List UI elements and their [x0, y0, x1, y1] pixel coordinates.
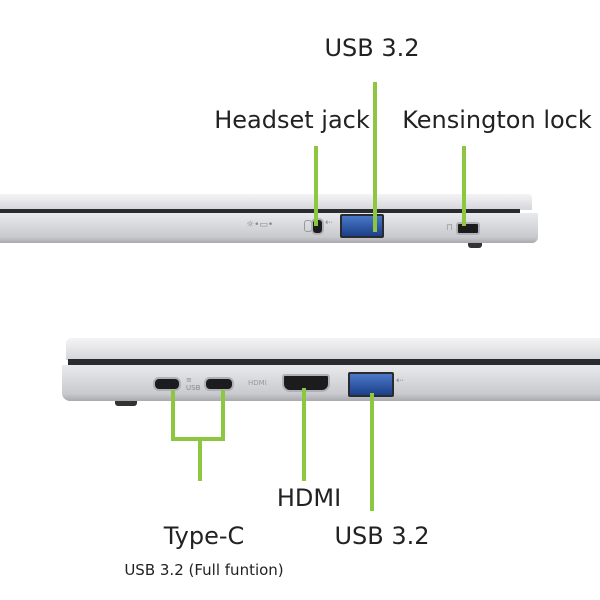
hdmi-callout-line — [302, 388, 306, 481]
type-c-callout-stem — [198, 437, 202, 481]
laptop-lid — [66, 338, 600, 360]
hdmi-symbol-icon: HDMI — [248, 379, 267, 387]
lid-seam — [68, 359, 600, 365]
headset-jack-label: Headset jack — [214, 106, 370, 134]
usb-symbol-icon: ⇠ — [325, 218, 333, 228]
usb-callout-line — [370, 393, 374, 511]
hdmi-label: HDMI — [276, 484, 342, 512]
laptop-foot — [115, 401, 137, 406]
kensington-callout-line — [462, 146, 466, 226]
type-c-port-1 — [153, 377, 181, 391]
laptop-lid — [0, 194, 532, 210]
type-c-port-2 — [204, 377, 234, 391]
usb-port — [340, 214, 384, 238]
usb-label: USB 3.2 — [324, 34, 420, 62]
type-c-callout-line-2 — [221, 390, 225, 440]
type-c-label: Type-C — [163, 522, 245, 550]
laptop-base — [62, 365, 600, 401]
usb-label: USB 3.2 — [334, 522, 430, 550]
usb-port — [348, 372, 394, 397]
type-c-callout-line-1 — [171, 390, 175, 440]
type-c-sublabel: USB 3.2 (Full funtion) — [124, 561, 284, 579]
headset-callout-line — [314, 146, 318, 226]
usb-callout-line — [373, 82, 377, 232]
usb-symbol-icon: ≡USB — [186, 376, 201, 392]
lid-seam — [0, 209, 520, 213]
lock-symbol-icon: ⊓ — [446, 223, 454, 233]
hdmi-port — [282, 374, 330, 392]
kensington-slot — [456, 222, 480, 235]
status-led-icons: ☼•▭• — [246, 220, 274, 230]
laptop-foot — [468, 243, 482, 248]
laptop-base — [0, 213, 538, 243]
usb-symbol-icon: ⇠ — [396, 376, 404, 386]
kensington-lock-label: Kensington lock — [402, 106, 592, 134]
